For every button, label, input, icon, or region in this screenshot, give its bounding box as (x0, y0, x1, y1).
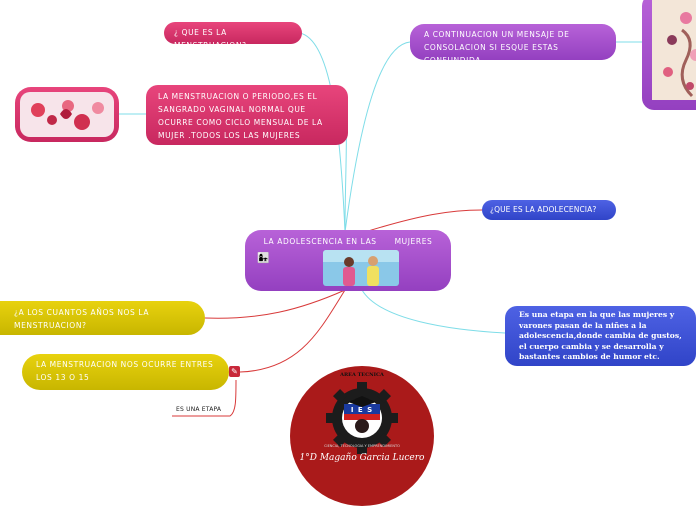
adolescencia-definicion-node[interactable]: Es una etapa en la que las mujeres y var… (505, 306, 696, 366)
ciencia-tecnologia-text: CIENCIA, TECNOLOGIA Y EMPRENDIMIENTO (324, 444, 400, 448)
women-emoji-icon: 👩‍👧 (257, 253, 271, 264)
edad-respuesta-text: LA MENSTRUACION NOS OCURRE ENTRES LOS 13… (36, 360, 214, 382)
que-es-menstruacion-label: ¿ QUE ES LA MENSTRUACION? (174, 28, 247, 50)
girls-photo (323, 250, 399, 286)
author-badge-node[interactable]: AREA TECNICA I E S CIENCIA, TECNOLOGIA Y… (290, 366, 434, 506)
ies-letters: I E S (350, 406, 374, 414)
mensaje-consolacion-node[interactable]: A CONTINUACION UN MENSAJE DE CONSOLACION… (410, 24, 616, 65)
edad-menstruacion-text: ¿A LOS CUANTOS AÑOS NOS LA MENSTRUACION? (14, 308, 150, 330)
central-topic-node[interactable]: LA ADOLESCENCIA EN LAS MUJERES 👩‍👧 (245, 230, 451, 291)
menstruacion-image-node[interactable] (15, 87, 119, 142)
author-name: 1°D Magaño Garcia Lucero (299, 453, 425, 463)
menstruacion-definicion-text: LA MENSTRUACION O PERIODO,ES EL SANGRADO… (158, 92, 323, 153)
que-es-adolescencia-label: ¿QUE ES LA ADOLECENCIA? (490, 205, 597, 214)
menstrual-illustration-icon (20, 92, 114, 137)
area-tecnica-text: AREA TECNICA (340, 372, 384, 378)
central-topic-title: LA ADOLESCENCIA EN LAS MUJERES (263, 237, 433, 246)
consolacion-illustration-icon (652, 0, 696, 100)
es-una-etapa-label[interactable]: ES UNA ETAPA (176, 406, 222, 413)
edad-menstruacion-node[interactable]: ¿A LOS CUANTOS AÑOS NOS LA MENSTRUACION? (0, 301, 205, 335)
expand-marker-icon[interactable]: ✎ (229, 366, 240, 377)
mensaje-consolacion-text: A CONTINUACION UN MENSAJE DE CONSOLACION… (424, 30, 570, 65)
que-es-adolescencia-node[interactable]: ¿QUE ES LA ADOLECENCIA? (482, 200, 616, 220)
consolacion-image-node[interactable] (642, 0, 696, 110)
que-es-menstruacion-node[interactable]: ¿ QUE ES LA MENSTRUACION? (164, 22, 302, 50)
menstruacion-definicion-node[interactable]: LA MENSTRUACION O PERIODO,ES EL SANGRADO… (146, 85, 348, 153)
school-gear-emblem-icon (326, 382, 398, 454)
adolescencia-definicion-text: Es una etapa en la que las mujeres y var… (519, 310, 682, 361)
edad-respuesta-node[interactable]: LA MENSTRUACION NOS OCURRE ENTRES LOS 13… (22, 354, 229, 390)
